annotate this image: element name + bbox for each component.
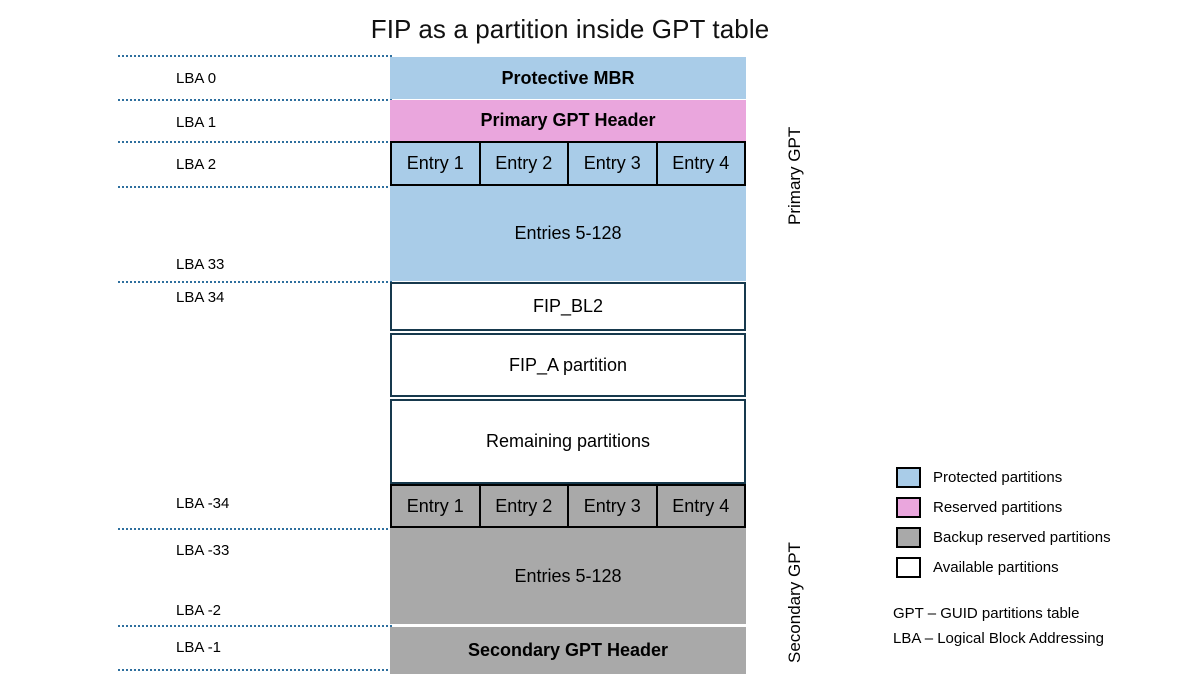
legend-label-backup-reserved: Backup reserved partitions — [933, 528, 1111, 546]
block-primary-entries-5-128: Entries 5-128 — [390, 186, 746, 281]
legend-label-reserved: Reserved partitions — [933, 498, 1063, 516]
primary-entry-label-1: Entry 1 — [406, 153, 464, 173]
block-secondary-gpt-header-label: Secondary GPT Header — [467, 640, 669, 660]
block-fip-bl2-label: FIP_BL2 — [532, 296, 604, 316]
secondary-entry-label-4: Entry 4 — [672, 495, 730, 516]
secondary-entry-cell-4: Entry 4 — [658, 486, 745, 526]
secondary-entry-cell-3: Entry 3 — [569, 486, 658, 526]
side-label-secondary-gpt: Secondary GPT — [785, 542, 804, 663]
leader-line-lba-n34 — [118, 528, 392, 530]
page-title: FIP as a partition inside GPT table — [0, 14, 1182, 45]
block-primary-gpt-header-label: Primary GPT Header — [480, 110, 656, 130]
lba-label-n34: LBA -34 — [176, 495, 230, 512]
block-secondary-entries-5-128-label: Entries 5-128 — [514, 565, 622, 586]
lba-label-n1: LBA -1 — [176, 639, 222, 656]
block-protective-mbr: Protective MBR — [390, 57, 746, 99]
legend-swatch-reserved-icon — [896, 496, 921, 518]
primary-entry-cell-4: Entry 4 — [658, 143, 745, 184]
primary-entry-label-3: Entry 3 — [583, 153, 641, 173]
leader-line-lba-n1 — [118, 669, 392, 671]
leader-line-lba-1-top — [118, 99, 392, 101]
leader-line-lba-0-top — [118, 55, 392, 57]
legend-abbreviations: GPT – GUID partitions table LBA – Logica… — [893, 601, 1104, 651]
lba-label-n2: LBA -2 — [176, 602, 222, 619]
primary-entry-cell-1: Entry 1 — [392, 143, 481, 184]
block-primary-gpt-header: Primary GPT Header — [390, 100, 746, 141]
side-label-primary-gpt: Primary GPT — [785, 126, 804, 225]
lba-label-2: LBA 2 — [176, 156, 217, 173]
block-fip-a-partition-label: FIP_A partition — [508, 354, 628, 375]
leader-line-lba-2-top — [118, 141, 392, 143]
legend: Protected partitions Reserved partitions… — [896, 462, 1111, 582]
leader-line-lba-2-bottom — [118, 186, 392, 188]
lba-label-34: LBA 34 — [176, 289, 225, 306]
lba-label-33: LBA 33 — [176, 256, 225, 273]
lba-label-n33: LBA -33 — [176, 542, 230, 559]
primary-entry-label-2: Entry 2 — [495, 153, 553, 173]
block-secondary-entries-5-128: Entries 5-128 — [390, 528, 746, 624]
legend-swatch-available-icon — [896, 556, 921, 578]
abbreviation-lba: LBA – Logical Block Addressing — [893, 630, 1104, 647]
legend-item-available: Available partitions — [896, 552, 1111, 582]
secondary-entry-cell-2: Entry 2 — [481, 486, 569, 526]
secondary-entry-label-1: Entry 1 — [406, 495, 464, 516]
block-primary-entries-5-128-label: Entries 5-128 — [514, 223, 622, 243]
primary-entry-row: Entry 1 Entry 2 Entry 3 Entry 4 — [390, 141, 746, 186]
page-title-text: FIP as a partition inside GPT table — [370, 14, 770, 44]
lba-label-1: LBA 1 — [176, 114, 217, 131]
block-remaining-partitions: Remaining partitions — [390, 399, 746, 484]
secondary-entry-label-2: Entry 2 — [495, 495, 553, 516]
block-fip-bl2: FIP_BL2 — [390, 282, 746, 331]
primary-entry-cell-2: Entry 2 — [481, 143, 569, 184]
legend-label-available: Available partitions — [933, 558, 1059, 576]
legend-item-backup-reserved: Backup reserved partitions — [896, 522, 1111, 552]
legend-swatch-backup-reserved-icon — [896, 526, 921, 548]
primary-entry-label-4: Entry 4 — [672, 153, 730, 173]
secondary-entry-label-3: Entry 3 — [583, 495, 641, 516]
legend-label-protected: Protected partitions — [933, 468, 1063, 486]
legend-item-reserved: Reserved partitions — [896, 492, 1111, 522]
secondary-entry-cell-1: Entry 1 — [392, 486, 481, 526]
abbreviation-gpt: GPT – GUID partitions table — [893, 605, 1080, 622]
leader-line-lba-33-34 — [118, 281, 392, 283]
lba-label-0: LBA 0 — [176, 70, 217, 87]
leader-line-lba-n2 — [118, 625, 392, 627]
block-secondary-gpt-header: Secondary GPT Header — [390, 627, 746, 674]
primary-entry-cell-3: Entry 3 — [569, 143, 658, 184]
legend-swatch-protected-icon — [896, 466, 921, 488]
block-fip-a-partition: FIP_A partition — [390, 333, 746, 397]
block-remaining-partitions-label: Remaining partitions — [485, 431, 651, 451]
block-protective-mbr-label: Protective MBR — [501, 67, 635, 88]
legend-item-protected: Protected partitions — [896, 462, 1111, 492]
secondary-entry-row: Entry 1 Entry 2 Entry 3 Entry 4 — [390, 484, 746, 528]
